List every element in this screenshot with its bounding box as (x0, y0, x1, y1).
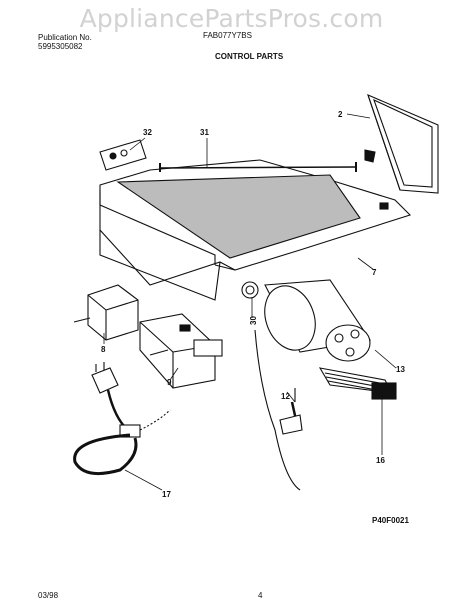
part-13-capacitor (264, 279, 371, 362)
callout-9: 9 (167, 378, 172, 387)
callout-17: 17 (162, 490, 171, 499)
callout-32: 32 (143, 128, 152, 137)
part-2-rear-panel (364, 94, 439, 194)
drawing-code: P40F0021 (372, 516, 409, 525)
part-32-switch (99, 139, 147, 171)
part-30-grommet (241, 281, 259, 299)
callout-13: 13 (396, 365, 405, 374)
model-number: FAB077Y7BS (203, 31, 252, 40)
callout-2: 2 (338, 110, 343, 119)
publication-label: Publication No. (38, 33, 92, 42)
callout-16: 16 (376, 456, 385, 465)
callout-7: 7 (372, 268, 377, 277)
callout-30: 30 (249, 316, 258, 325)
callout-12: 12 (281, 392, 290, 401)
callout-31: 31 (200, 128, 209, 137)
part-7-control-housing (99, 159, 412, 301)
part-12-sensor (254, 329, 303, 491)
publication-number: 5995305082 (38, 42, 83, 51)
section-title: CONTROL PARTS (215, 52, 284, 61)
part-16-terminal (318, 367, 397, 400)
part-9-switch-assembly (139, 313, 223, 389)
footer-date: 03/98 (38, 591, 59, 600)
leader-lines (103, 113, 397, 491)
part-8-relay (73, 284, 139, 341)
part-17-power-cord (73, 362, 171, 476)
watermark-text: AppliancePartsPros.com (79, 4, 384, 33)
callout-8: 8 (101, 345, 106, 354)
footer-page: 4 (258, 591, 263, 600)
part-31-wire (159, 162, 357, 172)
